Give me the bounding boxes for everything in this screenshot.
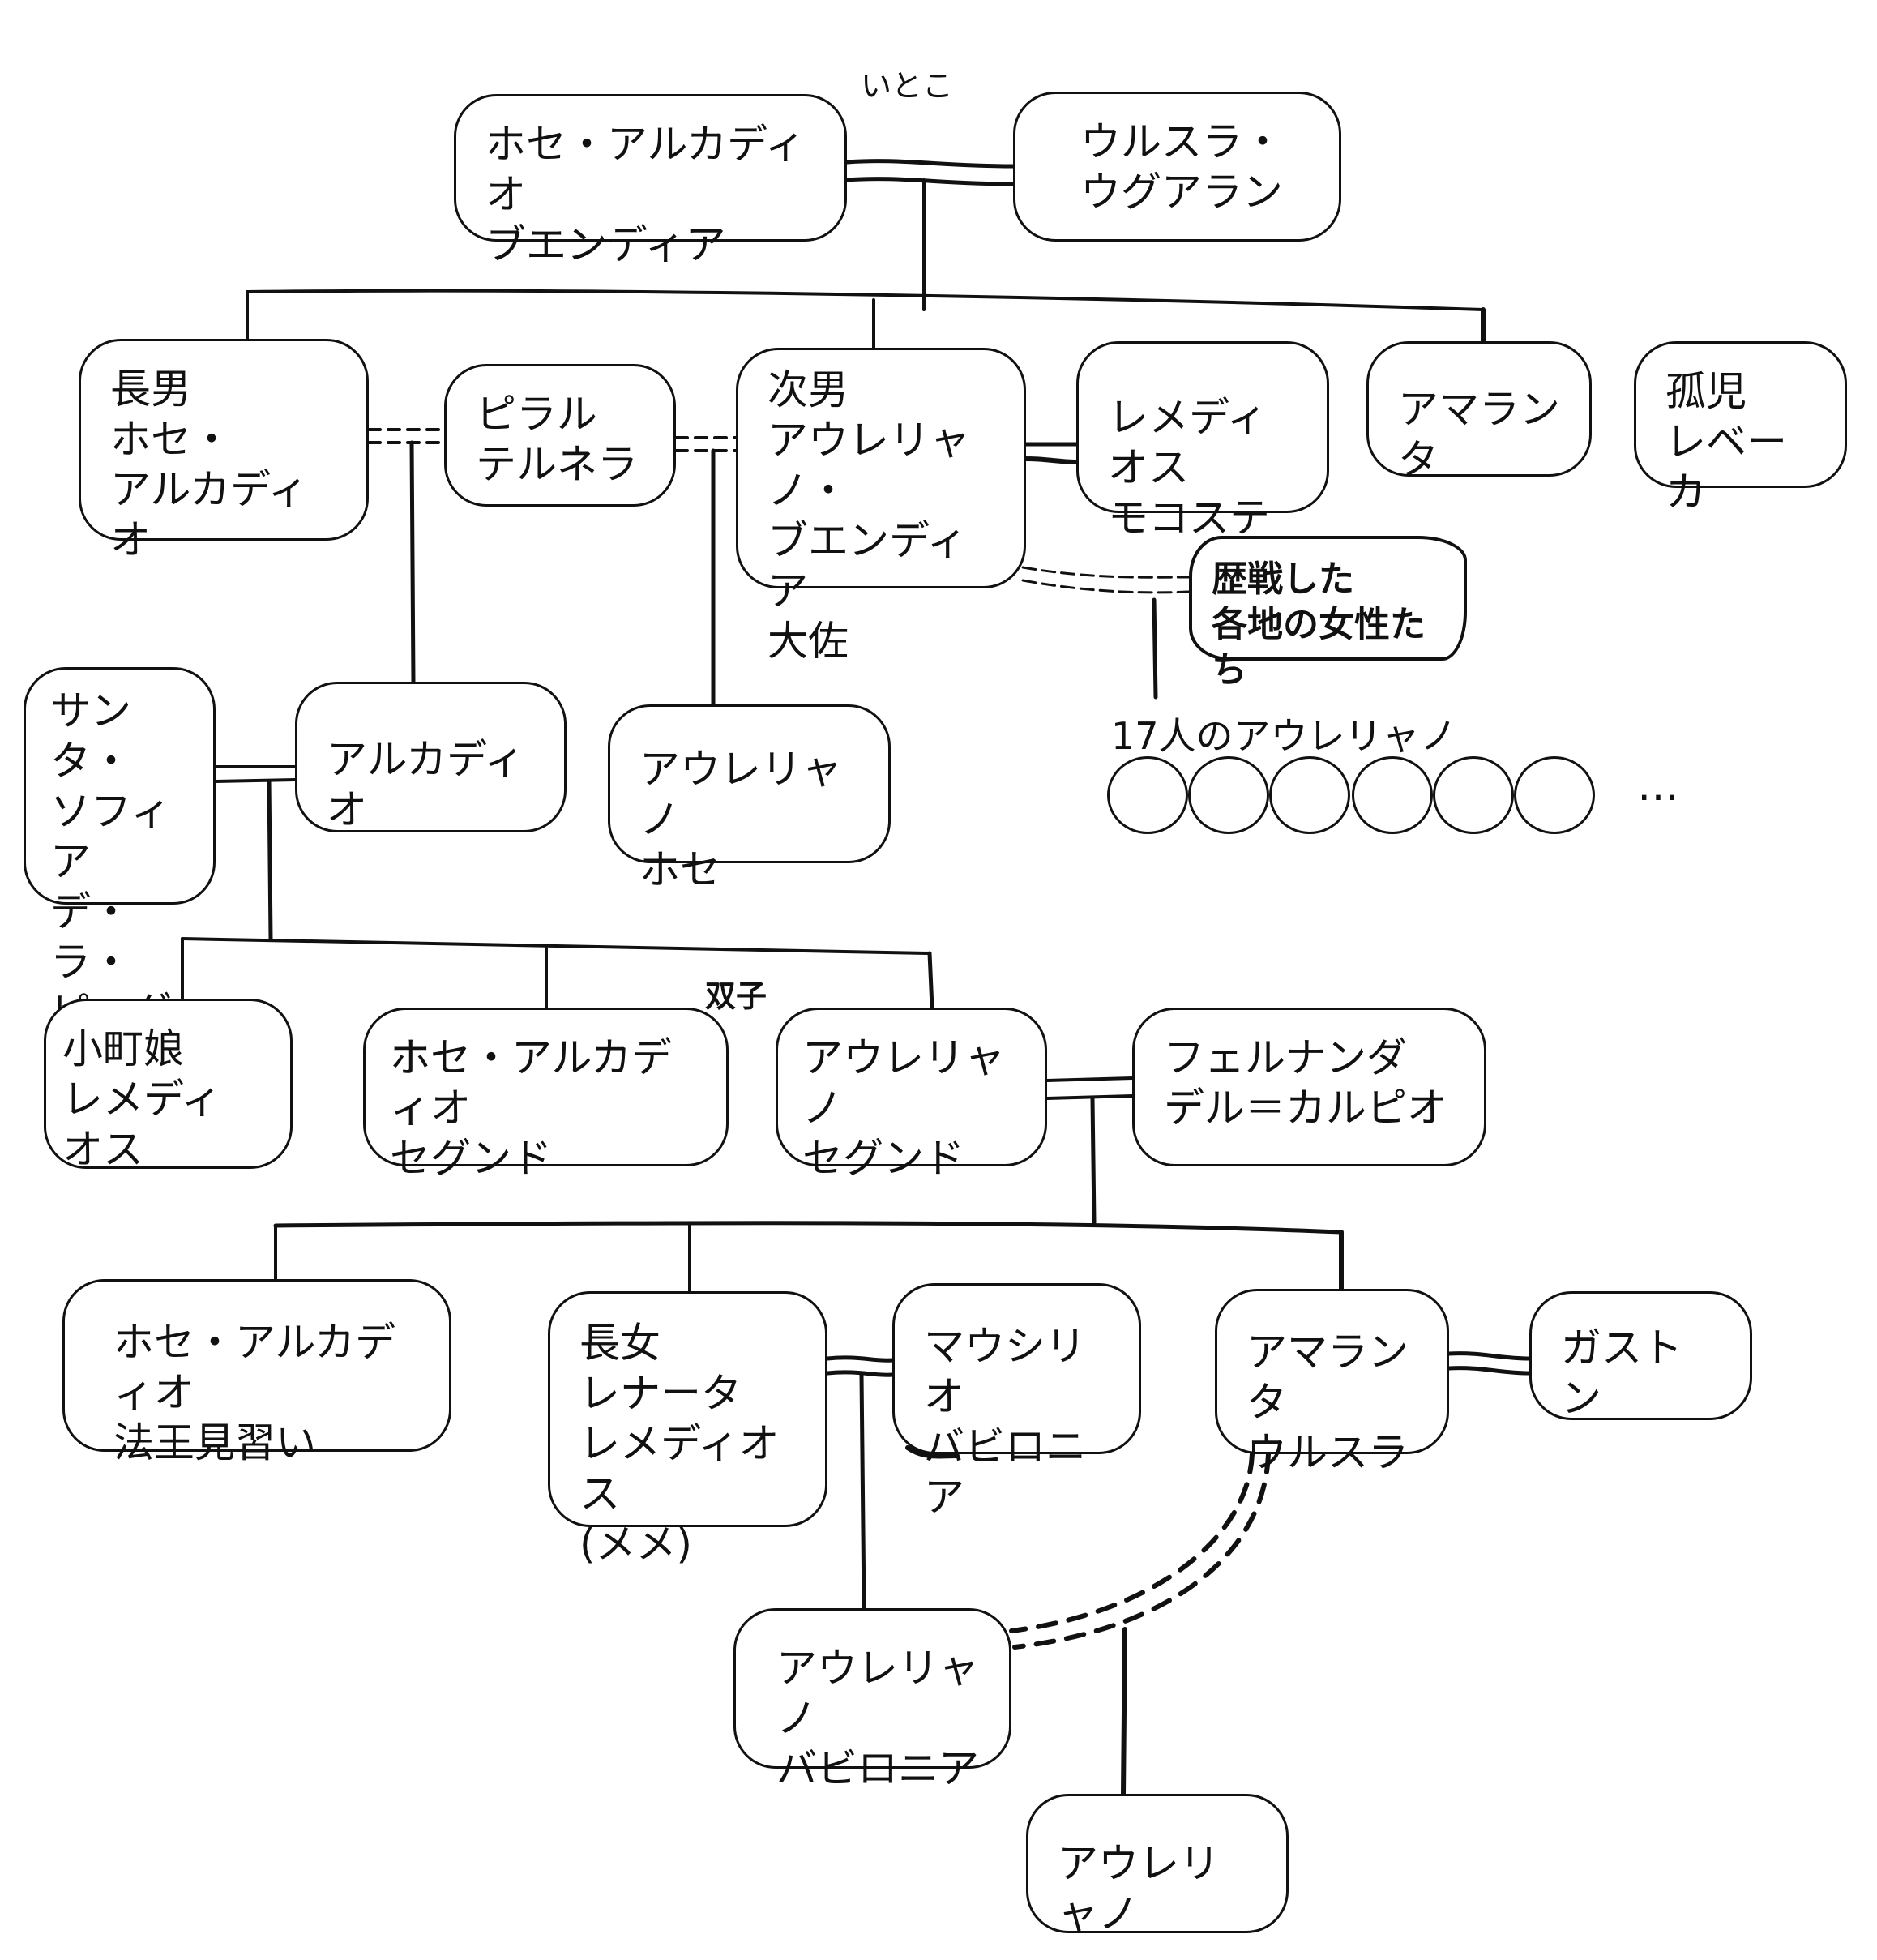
child-link-aureliano-segundo xyxy=(927,951,934,1010)
person-remedios-moscote[interactable]: レメディオス モコステ xyxy=(1076,341,1329,541)
person-jose-arcadio-segundo[interactable]: ホセ・アルカディオ セグンド xyxy=(363,1008,729,1182)
ellipsis-more: … xyxy=(1637,762,1686,811)
person-jose-arcadio[interactable]: 長男 ホセ・ アルカディオ xyxy=(79,339,369,563)
marriage-line-meme-mauricio xyxy=(825,1355,895,1363)
children-bar-gen1 xyxy=(246,289,1485,311)
affair-line-au-babilonia xyxy=(1009,1452,1255,1633)
descent-line-arcadio xyxy=(409,440,416,684)
mauricio-underline xyxy=(905,1445,959,1459)
aureliano-circle-5 xyxy=(1433,756,1514,834)
aureliano-circle-4 xyxy=(1352,756,1433,834)
marriage-line-segundo-fernanda-2 xyxy=(1045,1094,1134,1100)
person-meme[interactable]: 長女 レナータ レメディオス (メメ) xyxy=(548,1291,827,1568)
descent-line-gen3 xyxy=(267,779,273,941)
person-mauricio[interactable]: マウシリオ バビロニア xyxy=(892,1283,1141,1521)
person-rebeca[interactable]: 孤児 レベーカ xyxy=(1634,341,1847,516)
marriage-line-aureliano-remedios-2 xyxy=(1024,456,1079,464)
descent-line-gen4 xyxy=(1090,1096,1097,1225)
affair-line-aureliano-women-2 xyxy=(1021,579,1191,594)
cousins-annotation: いとこ xyxy=(861,68,954,104)
aureliano-circle-3 xyxy=(1269,756,1350,834)
person-arcadio[interactable]: アルカディオ xyxy=(295,682,567,833)
marriage-line-meme-mauricio-2 xyxy=(825,1370,895,1377)
person-fernanda[interactable]: フェルナンダ デル＝カルピオ xyxy=(1132,1008,1486,1166)
person-jose-arcadio-buendia[interactable]: ホセ・アルカディオ ブエンディア xyxy=(454,94,847,268)
person-aureliano-last[interactable]: アウレリャノ xyxy=(1026,1794,1289,1937)
affair-line-aureliano-women xyxy=(1021,566,1191,579)
person-santa-sofia[interactable]: サンタ・ ソフィア デ・ラ・ ピエダ xyxy=(24,667,216,1036)
marriage-line-au-gaston xyxy=(1447,1351,1532,1361)
aureliano-circle-2 xyxy=(1188,756,1269,834)
twins-annotation: 双子 xyxy=(705,978,767,1014)
descent-line-babilonia xyxy=(859,1372,866,1611)
person-amaranta[interactable]: アマランタ xyxy=(1366,341,1592,483)
descent-line-seventeen xyxy=(1152,597,1158,700)
aureliano-circle-1 xyxy=(1107,756,1188,834)
marriage-line-segundo-fernanda xyxy=(1045,1076,1134,1082)
seventeen-aurelianos-label: 17人のアウレリャノ xyxy=(1111,714,1457,758)
note-women-of-war[interactable]: 歴戦した 各地の女性たち xyxy=(1189,536,1467,691)
person-aureliano-segundo[interactable]: アウレリャノ セグンド xyxy=(776,1008,1047,1182)
person-aureliano-jose[interactable]: アウレリャノ ホセ xyxy=(608,704,891,893)
person-gaston[interactable]: ガストン xyxy=(1529,1291,1752,1422)
marriage-line-jab-ursula-2 xyxy=(844,177,1015,186)
children-bar-gen4 xyxy=(273,1221,1344,1235)
affair-line-au-babilonia-2 xyxy=(1012,1452,1271,1650)
person-remedios-beauty[interactable]: 小町娘 レメディオス xyxy=(44,999,293,1173)
person-aureliano-babilonia[interactable]: アウレリャノ バビロニア xyxy=(733,1608,1011,1792)
descent-line-aureliano-last xyxy=(1121,1627,1127,1796)
person-ursula[interactable]: ウルスラ・ ウグアラン xyxy=(1013,92,1341,242)
person-pilar[interactable]: ピラル テルネラ xyxy=(444,364,676,507)
children-bar-gen3 xyxy=(181,937,931,955)
marriage-line-jab-ursula xyxy=(844,159,1015,169)
person-colonel-aureliano[interactable]: 次男 アウレリャノ・ ブエンディア 大佐 xyxy=(736,348,1026,665)
marriage-line-sofia-arcadio-2 xyxy=(214,778,297,783)
marriage-line-au-gaston-2 xyxy=(1447,1366,1532,1376)
person-jose-arcadio-seminarian[interactable]: ホセ・アルカディオ 法王見習い xyxy=(62,1279,451,1466)
aureliano-circle-6 xyxy=(1514,756,1595,834)
person-amaranta-ursula[interactable]: アマランタ ウルスラ xyxy=(1215,1289,1449,1476)
